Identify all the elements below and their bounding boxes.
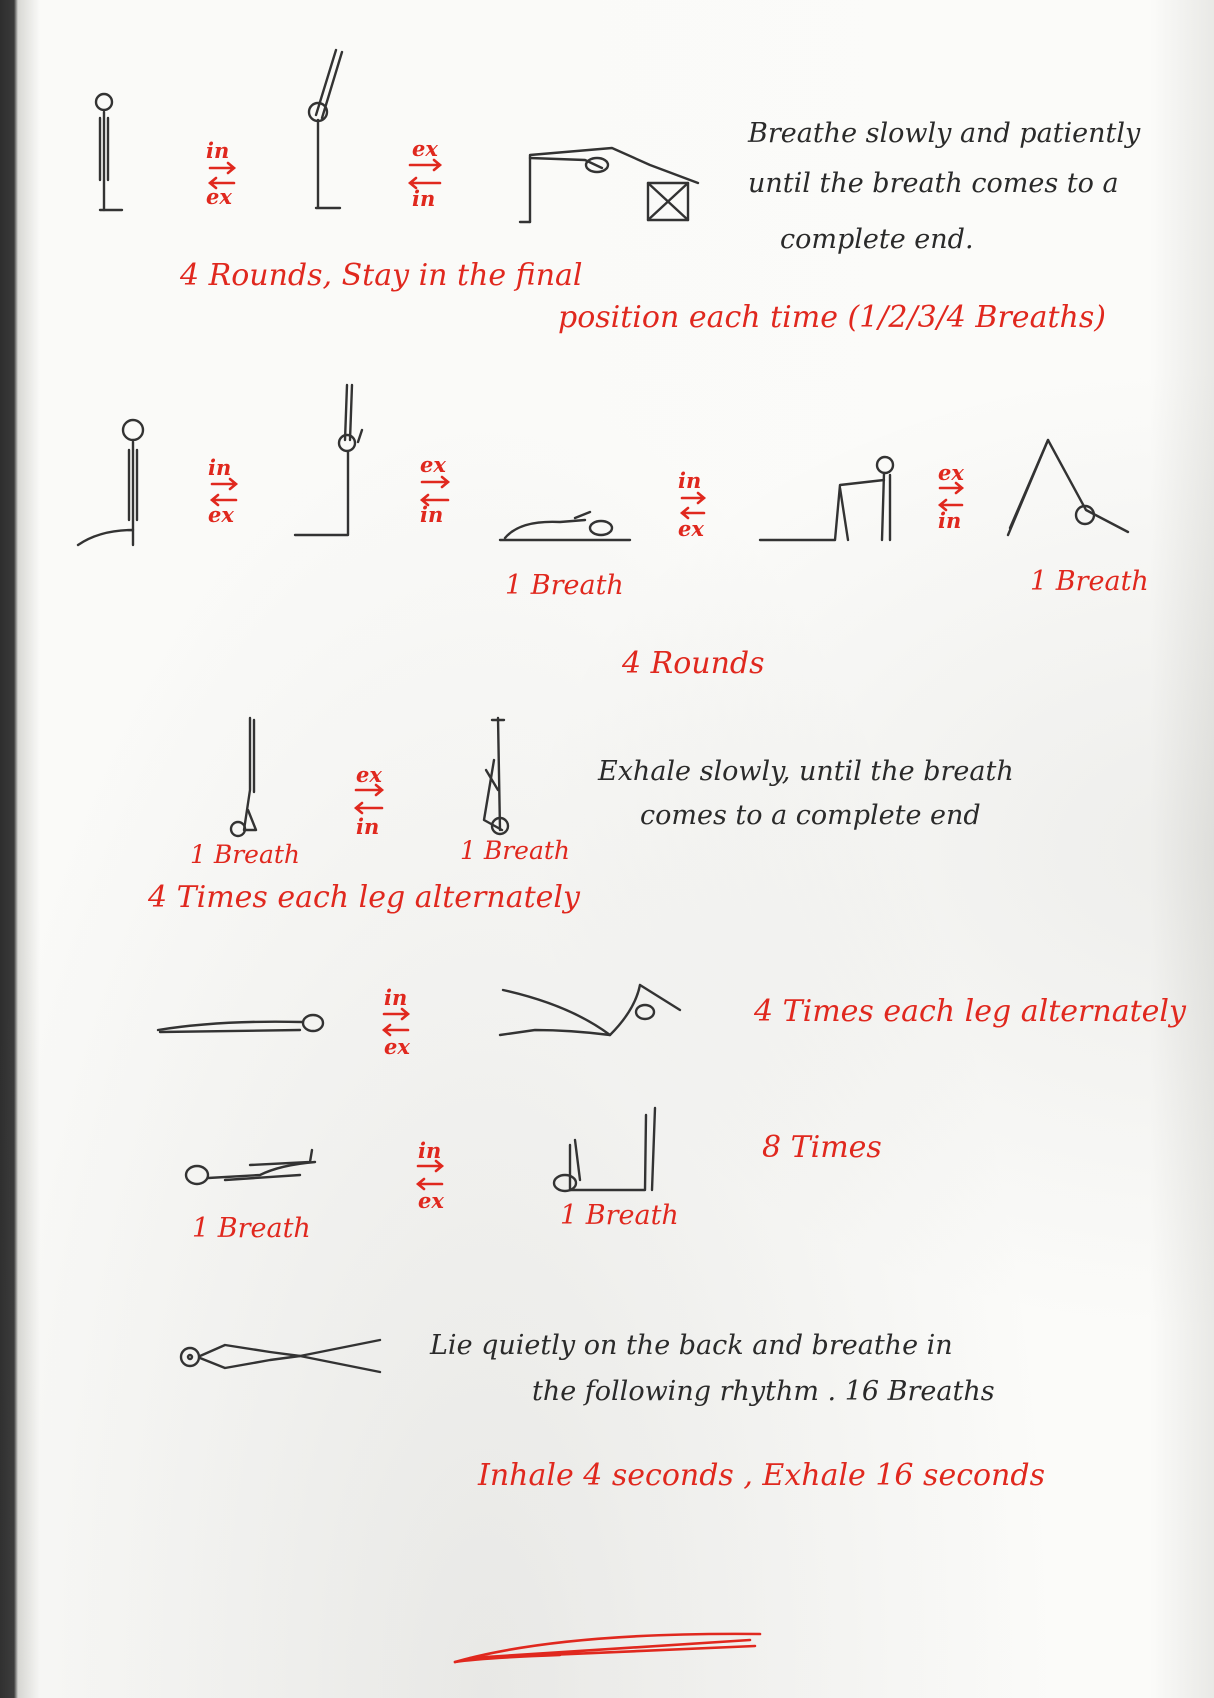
figure-forward-bend-on-box — [518, 146, 700, 224]
breath-arrow-row1-1 — [207, 161, 237, 190]
arrow-label-top: in — [418, 1138, 442, 1163]
arrow-label-bottom: in — [938, 508, 962, 533]
instruction-line: 4 Times each leg alternately — [754, 994, 1186, 1029]
figure-lying-resting — [498, 510, 632, 542]
breath-label: 1 Breath — [460, 836, 571, 865]
figure-seated-arms-raised — [293, 383, 364, 537]
note-line: Lie quietly on the back and breathe in — [430, 1330, 953, 1361]
figure-lying-flat — [156, 1013, 325, 1034]
figure-downward-dog — [1006, 438, 1130, 537]
breath-arrow-row5 — [415, 1159, 445, 1191]
arrow-label-bottom: ex — [208, 502, 234, 527]
arrow-label-top: in — [206, 138, 230, 163]
arrow-label-top: ex — [356, 762, 382, 787]
arrow-label-top: ex — [420, 452, 446, 477]
figure-seated-upright — [76, 418, 145, 547]
figure-backbend — [498, 983, 682, 1037]
figure-lying-knees-bent — [184, 1148, 317, 1186]
breath-label: 1 Breath — [192, 1213, 311, 1244]
figure-corpse-pose — [179, 1338, 382, 1374]
arrow-label-top: ex — [412, 136, 438, 161]
arrow-label-top: ex — [938, 460, 964, 485]
instruction-line: Inhale 4 seconds , Exhale 16 seconds — [478, 1458, 1045, 1493]
breath-arrow-row4 — [381, 1007, 411, 1037]
breath-arrow-row2-1 — [209, 477, 239, 507]
arrow-label-bottom: in — [412, 186, 436, 211]
instruction-line: 8 Times — [762, 1130, 882, 1165]
breath-arrow-row3 — [353, 783, 385, 815]
instruction-line: 4 Times each leg alternately — [148, 880, 580, 915]
breath-label: 1 Breath — [505, 570, 624, 601]
instruction-line: position each time (1/2/3/4 Breaths) — [558, 300, 1106, 335]
breath-arrow-row2-3 — [679, 491, 707, 520]
figure-standing — [94, 92, 124, 212]
end-flourish — [453, 1632, 762, 1664]
breath-label: 1 Breath — [560, 1200, 679, 1231]
breath-arrow-row2-2 — [419, 475, 451, 507]
breath-label: 1 Breath — [1030, 566, 1149, 597]
note-line: comes to a complete end — [640, 800, 981, 831]
figure-shoulder-stand-prep — [552, 1106, 657, 1193]
figure-kneeling — [758, 455, 895, 542]
breath-arrow-row2-4 — [937, 481, 965, 512]
arrow-label-bottom: ex — [678, 516, 704, 541]
breath-arrow-row1-2 — [407, 158, 443, 190]
instruction-line: 4 Rounds — [622, 646, 765, 681]
arrow-label-bottom: in — [356, 814, 380, 839]
breath-label: 1 Breath — [190, 840, 301, 869]
note-line: until the breath comes to a — [748, 168, 1119, 199]
arrow-label-bottom: ex — [384, 1034, 410, 1059]
arrow-label-bottom: in — [420, 502, 444, 527]
figure-leg-raised-1 — [229, 716, 258, 838]
figure-arms-raised — [307, 48, 344, 210]
instruction-line: 4 Rounds, Stay in the final — [180, 258, 583, 293]
note-line: Breathe slowly and patiently — [748, 118, 1141, 149]
note-line: the following rhythm . 16 Breaths — [532, 1376, 995, 1407]
arrow-label-top: in — [208, 455, 232, 480]
arrow-label-top: in — [384, 985, 408, 1010]
arrow-label-bottom: ex — [418, 1188, 444, 1213]
arrow-label-bottom: ex — [206, 184, 232, 209]
note-line: complete end. — [780, 224, 974, 255]
note-line: Exhale slowly, until the breath — [598, 756, 1014, 787]
arrow-label-top: in — [678, 468, 702, 493]
figure-leg-raised-2 — [482, 716, 510, 836]
